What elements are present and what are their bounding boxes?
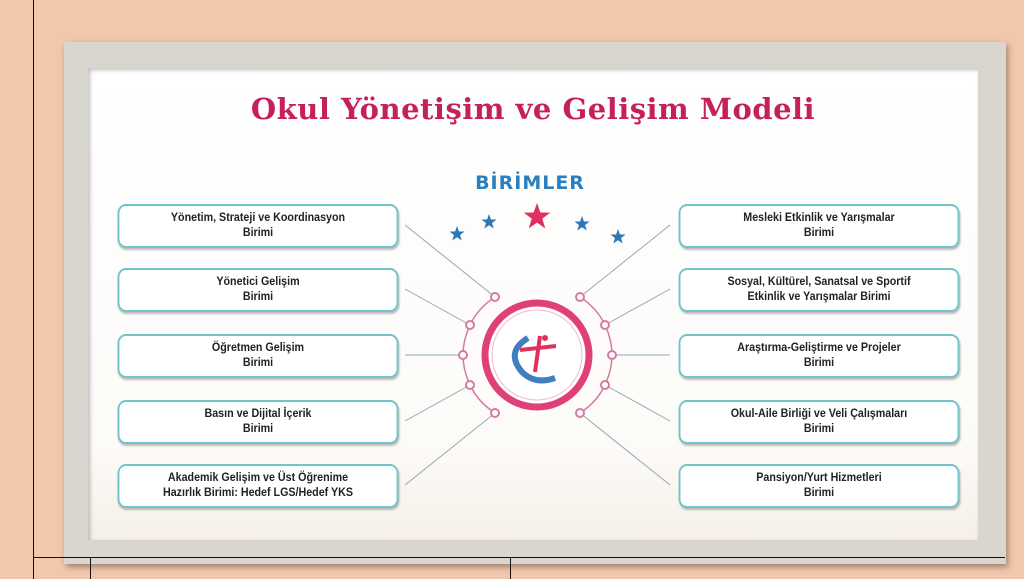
unit-label: Akademik Gelişim ve Üst Öğrenime [167,472,349,484]
unit-label: Birimi [242,291,274,303]
table-border [90,557,91,579]
unit-label: Etkinlik ve Yarışmalar Birimi [747,291,891,303]
stars-icon [449,203,626,244]
poster-title: Okul Yönetişim ve Gelişim Modeli [250,92,816,126]
unit-label: Araştırma-Geliştirme ve Projeler [737,342,901,354]
unit-label: Birimi [242,423,274,435]
unit-label: Okul-Aile Birliği ve Veli Çalışmaları [730,408,908,420]
units-heading: BİRİMLER [475,172,585,194]
unit-label: Yönetim, Strateji ve Koordinasyon [170,212,346,224]
unit-label: Hazırlık Birimi: Hedef LGS/Hedef YKS [162,487,353,499]
unit-label: Öğretmen Gelişim [211,342,305,354]
unit-label: Yönetici Gelişim [216,276,300,288]
connector-nodes [458,292,617,418]
unit-label: Birimi [242,357,274,369]
logo-icon [481,299,593,411]
unit-label: Pansiyon/Yurt Hizmetleri [756,472,882,484]
unit-label: Basın ve Dijital İçerik [204,408,312,420]
unit-label: Mesleki Etkinlik ve Yarışmalar [743,212,895,224]
page-border-left [33,0,34,579]
unit-label: Birimi [803,357,835,369]
unit-label: Birimi [803,227,835,239]
table-border [510,557,511,579]
unit-label: Sosyal, Kültürel, Sanatsal ve Sportif [727,276,911,288]
table-border [33,557,1005,558]
unit-label: Birimi [803,423,835,435]
unit-label: Birimi [803,487,835,499]
unit-label: Birimi [242,227,274,239]
